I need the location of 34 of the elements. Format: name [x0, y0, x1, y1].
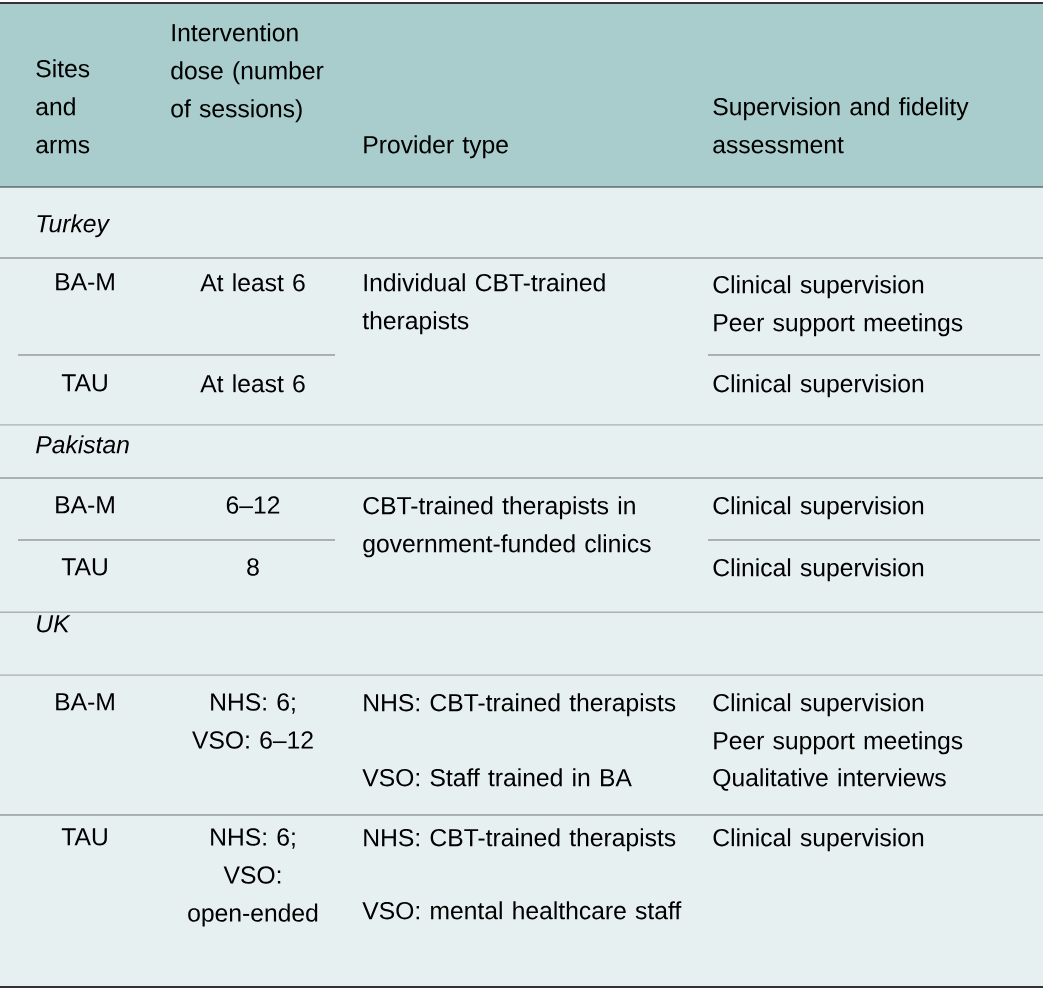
- cell-text: Qualitative interviews: [713, 768, 946, 791]
- cell-text: Clinical supervision: [713, 496, 924, 520]
- section-heading: Pakistan: [36, 435, 129, 454]
- section-heading: UK: [37, 615, 71, 633]
- cell-text: Clinical supervision: [713, 828, 924, 852]
- cell-text: At least 6: [200, 273, 305, 292]
- cell-text: Individual CBT-trained therapists: [362, 273, 605, 335]
- section-heading: Turkey: [37, 214, 111, 238]
- cell-text: 8: [247, 558, 259, 576]
- cell-text: Clinical supervision: [713, 275, 924, 299]
- cell-text: NHS: 6; VSO: open-ended: [188, 828, 318, 927]
- cell-text: VSO: Staff trained in BA: [362, 768, 632, 787]
- cell-text: 6–12: [226, 496, 280, 514]
- cell-text: Peer support meetings: [714, 313, 963, 337]
- cell-text: CBT-trained therapists in government-funded clinics: [363, 496, 651, 558]
- cell-text: Peer support meetings: [714, 731, 963, 755]
- cell-text: Clinical supervision: [713, 693, 924, 717]
- cell-text: TAU: [61, 374, 107, 392]
- cell-text: NHS: CBT-trained therapists: [364, 693, 676, 717]
- cell-text: BA-M: [56, 496, 114, 514]
- header-text: Sites and arms: [36, 59, 90, 154]
- cell-text: At least 6: [200, 374, 305, 393]
- cell-text: BA-M: [56, 273, 114, 291]
- cell-text: TAU: [61, 558, 107, 576]
- cell-text: NHS: CBT-trained therapists: [364, 828, 676, 852]
- cell-text: NHS: 6; VSO: 6–12: [192, 693, 313, 749]
- cell-text: BA-M: [56, 693, 114, 711]
- cell-text: Clinical supervision: [713, 558, 924, 582]
- cell-text: TAU: [61, 828, 107, 846]
- header-text: Intervention dose (number of sessions): [171, 23, 324, 123]
- cell-text: Clinical supervision: [713, 374, 924, 398]
- header-text: Supervision and fidelity assessment: [713, 97, 969, 154]
- header-text: Provider type: [364, 135, 508, 159]
- cell-text: VSO: mental healthcare staff: [362, 901, 682, 920]
